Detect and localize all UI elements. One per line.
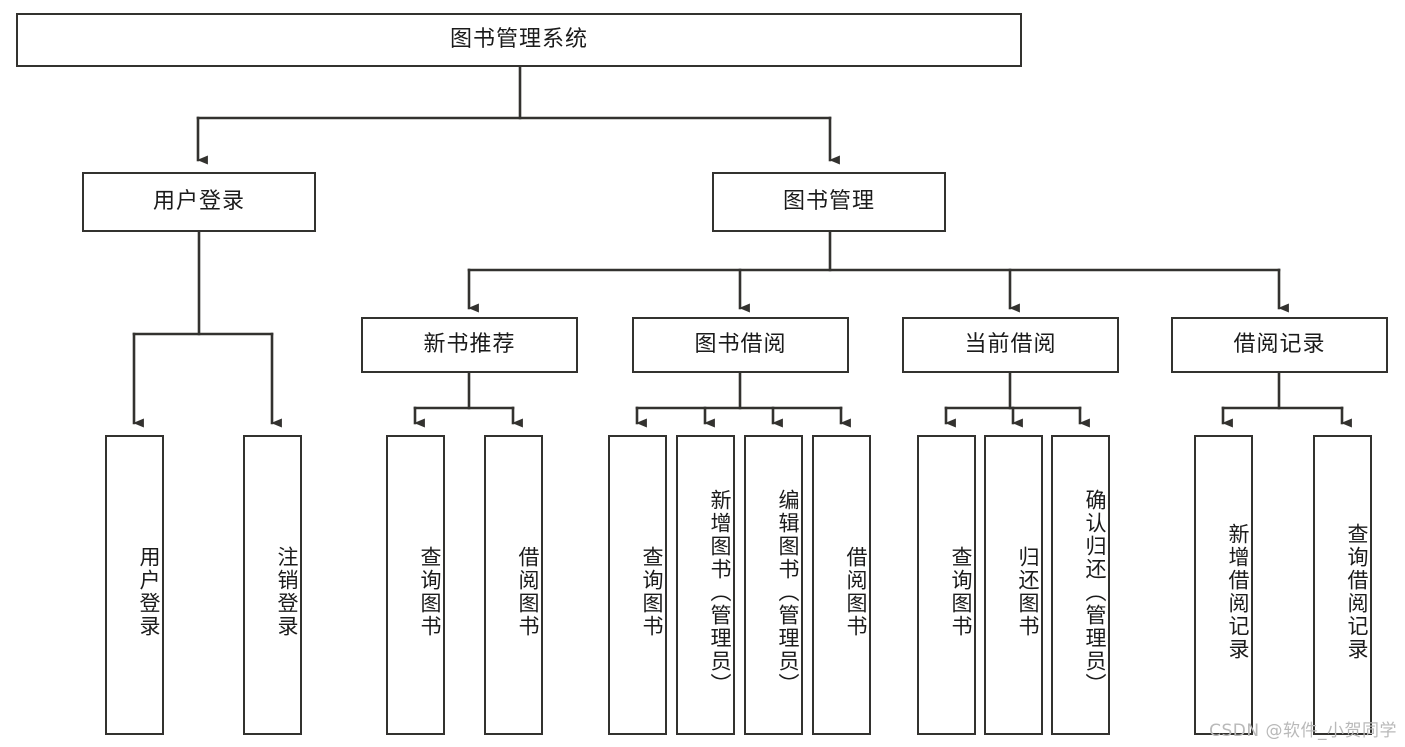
node-leaf-rec-query-book-label: 查询图书 — [418, 546, 442, 638]
node-book-manage[interactable]: 图书管理 — [712, 172, 946, 232]
node-leaf-bb-borrow-book-label: 借阅图书 — [844, 546, 868, 638]
node-book-borrow-label: 图书借阅 — [694, 331, 787, 357]
node-leaf-br-query-record[interactable]: 查询借阅记录 — [1313, 435, 1372, 735]
node-leaf-bb-query-book[interactable]: 查询图书 — [608, 435, 667, 735]
node-leaf-cb-query-book-label: 查询图书 — [949, 546, 973, 638]
node-book-borrow[interactable]: 图书借阅 — [632, 317, 849, 373]
node-leaf-user-logout-label: 注销登录 — [275, 546, 299, 638]
node-current-borrow-label: 当前借阅 — [964, 331, 1057, 357]
node-leaf-user-logout[interactable]: 注销登录 — [243, 435, 302, 735]
node-leaf-user-login[interactable]: 用户登录 — [105, 435, 164, 735]
node-borrow-record-label: 借阅记录 — [1233, 331, 1326, 357]
node-user-login[interactable]: 用户登录 — [82, 172, 316, 232]
node-leaf-cb-confirm-return[interactable]: 确认归还（管理员） — [1051, 435, 1110, 735]
node-user-login-label: 用户登录 — [152, 188, 245, 214]
node-leaf-cb-query-book[interactable]: 查询图书 — [917, 435, 976, 735]
node-leaf-bb-edit-book[interactable]: 编辑图书（管理员） — [744, 435, 803, 735]
node-current-borrow[interactable]: 当前借阅 — [902, 317, 1119, 373]
node-leaf-bb-add-book-label: 新增图书（管理员） — [708, 488, 732, 696]
node-book-manage-label: 图书管理 — [782, 188, 875, 214]
csdn-watermark: CSDN @软件_小贺同学 — [1209, 721, 1397, 741]
node-leaf-bb-query-book-label: 查询图书 — [640, 546, 664, 638]
node-leaf-bb-borrow-book[interactable]: 借阅图书 — [812, 435, 871, 735]
node-leaf-rec-borrow-book[interactable]: 借阅图书 — [484, 435, 543, 735]
node-root-label: 图书管理系统 — [449, 26, 588, 52]
node-borrow-record[interactable]: 借阅记录 — [1171, 317, 1388, 373]
node-leaf-cb-confirm-return-label: 确认归还（管理员） — [1083, 488, 1107, 696]
node-leaf-cb-return-book[interactable]: 归还图书 — [984, 435, 1043, 735]
node-root[interactable]: 图书管理系统 — [16, 13, 1022, 67]
node-leaf-br-query-record-label: 查询借阅记录 — [1345, 523, 1369, 661]
node-new-book-recommend-label: 新书推荐 — [423, 331, 516, 357]
node-leaf-user-login-label: 用户登录 — [137, 546, 161, 638]
node-leaf-bb-edit-book-label: 编辑图书（管理员） — [776, 488, 800, 696]
node-leaf-br-add-record[interactable]: 新增借阅记录 — [1194, 435, 1253, 735]
node-leaf-rec-borrow-book-label: 借阅图书 — [516, 546, 540, 638]
node-leaf-rec-query-book[interactable]: 查询图书 — [386, 435, 445, 735]
node-leaf-cb-return-book-label: 归还图书 — [1016, 546, 1040, 638]
node-leaf-bb-add-book[interactable]: 新增图书（管理员） — [676, 435, 735, 735]
node-new-book-recommend[interactable]: 新书推荐 — [361, 317, 578, 373]
node-leaf-br-add-record-label: 新增借阅记录 — [1226, 523, 1250, 661]
